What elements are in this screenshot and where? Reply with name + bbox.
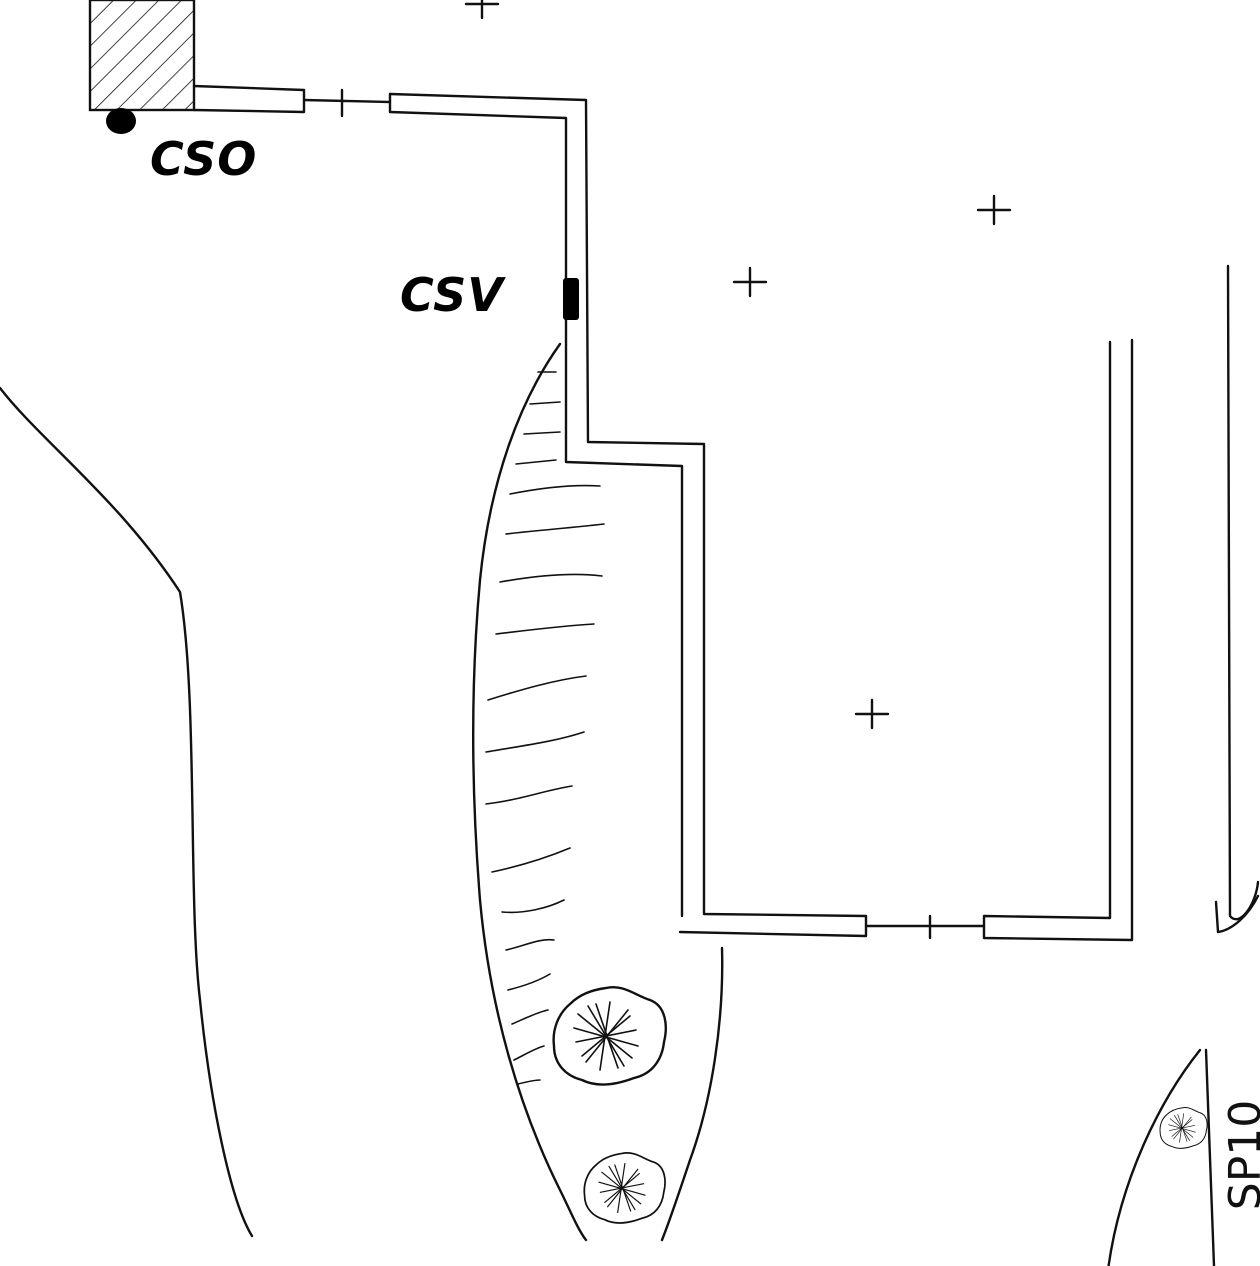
- hatched-building-block: [88, 0, 196, 112]
- road-curve-bottom-right: [1107, 1048, 1216, 1266]
- csv-marker-bar: [563, 278, 579, 320]
- road-label: SP10: [1220, 1099, 1260, 1211]
- road-edge-right: [1214, 264, 1260, 934]
- survey-cross-2: [976, 194, 1012, 226]
- survey-cross-3: [732, 266, 768, 298]
- planted-island: [472, 342, 724, 1242]
- cso-label: CSO: [150, 132, 258, 186]
- road-curve-left: [0, 386, 254, 1238]
- survey-cross-1: [464, 0, 500, 20]
- wall-outline-main: [192, 84, 1134, 942]
- shrub-3: [1159, 1106, 1208, 1149]
- survey-cross-4: [854, 698, 890, 730]
- cso-marker-dot: [106, 108, 136, 134]
- shrub-1: [552, 985, 667, 1086]
- shrub-2: [583, 1151, 666, 1224]
- csv-label: CSV: [400, 268, 504, 322]
